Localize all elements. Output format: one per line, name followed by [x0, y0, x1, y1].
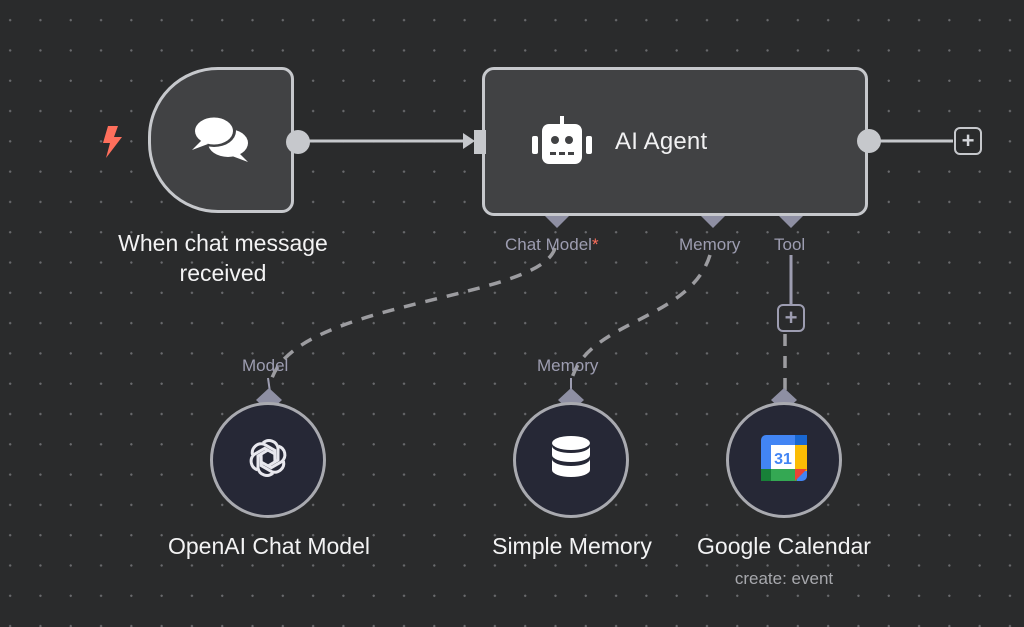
- chat-bubbles-icon: [188, 112, 254, 169]
- trigger-node-chat-message[interactable]: [148, 67, 294, 213]
- trigger-node-label: When chat message received: [80, 228, 366, 288]
- lightning-bolt-icon: [100, 124, 124, 165]
- add-tool-button[interactable]: +: [777, 304, 805, 332]
- simple-memory-port-label: Memory: [537, 356, 599, 375]
- add-next-node-button[interactable]: +: [954, 127, 982, 155]
- port-label-memory: Memory: [679, 235, 741, 254]
- google-calendar-node-label: Google Calendar: [697, 533, 871, 559]
- chat-model-port-text: Chat Model: [505, 235, 592, 254]
- plus-icon: +: [961, 128, 975, 153]
- plus-icon: +: [784, 305, 798, 330]
- trigger-label-line1: When chat message: [118, 230, 328, 256]
- robot-icon: [529, 116, 595, 173]
- simple-memory-node[interactable]: [513, 402, 629, 518]
- port-label-chat-model: Chat Model*: [505, 235, 599, 255]
- database-icon: [551, 435, 591, 485]
- openai-node-label: OpenAI Chat Model: [167, 533, 370, 559]
- edge-chat-model-to-openai[interactable]: [270, 247, 557, 379]
- edge-arrowhead: [463, 133, 475, 149]
- calendar-day-number: 31: [774, 451, 792, 468]
- google-calendar-node[interactable]: 31: [726, 402, 842, 518]
- google-calendar-node-subtitle: create: event: [734, 569, 834, 588]
- ai-agent-node[interactable]: AI Agent: [482, 67, 868, 216]
- trigger-output-port[interactable]: [286, 130, 310, 154]
- required-asterisk: *: [591, 235, 599, 254]
- ai-agent-title: AI Agent: [615, 128, 708, 155]
- edge-memory-to-simple-memory[interactable]: [570, 254, 712, 379]
- openai-port-label: Model: [242, 356, 289, 375]
- agent-input-port[interactable]: [474, 130, 486, 154]
- openai-logo-icon: [244, 434, 292, 487]
- simple-memory-node-label: Simple Memory: [492, 533, 652, 559]
- trigger-label-line2: received: [179, 260, 267, 286]
- google-calendar-icon: 31: [761, 434, 807, 486]
- agent-output-port[interactable]: [857, 129, 881, 153]
- openai-chat-model-node[interactable]: [210, 402, 326, 518]
- port-label-tool: Tool: [774, 235, 806, 254]
